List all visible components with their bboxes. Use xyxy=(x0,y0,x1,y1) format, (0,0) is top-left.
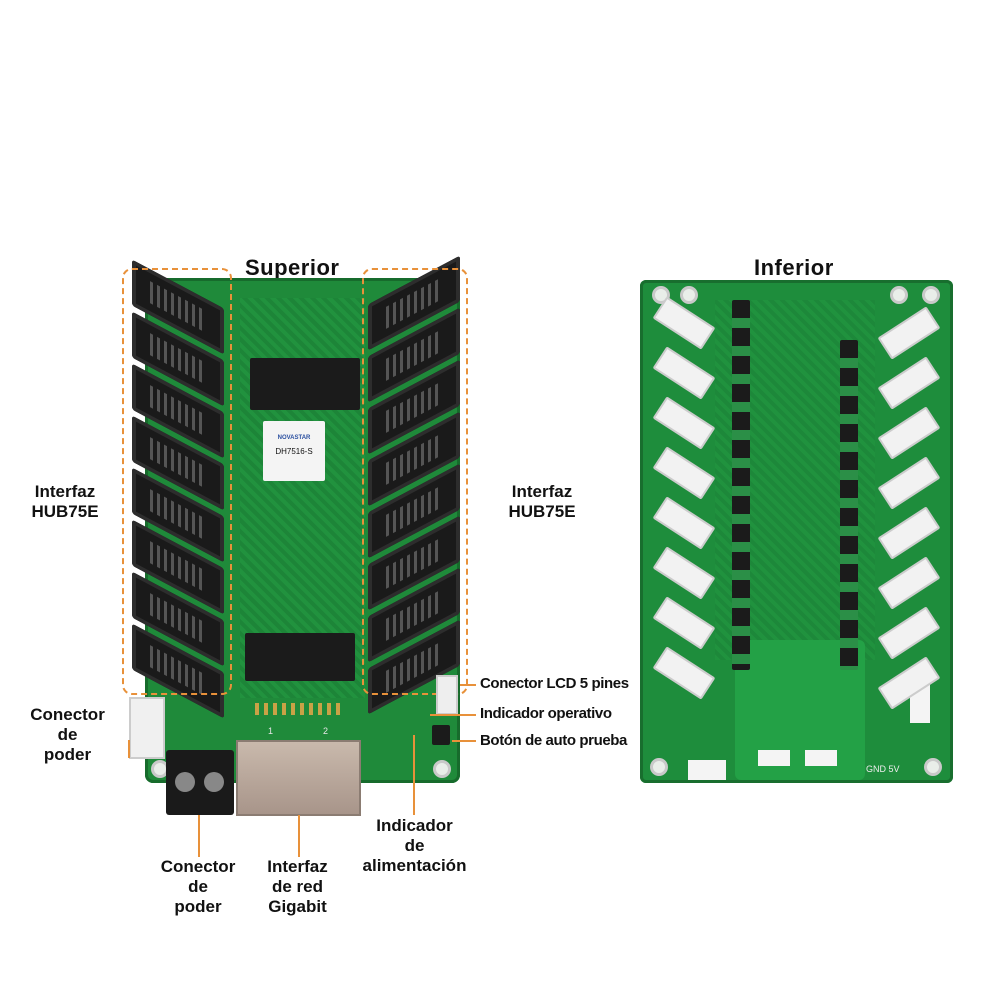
gnd-5v-label: GND 5V xyxy=(866,764,900,774)
bottom-connectors-left xyxy=(650,290,730,700)
bottom-connectors-right xyxy=(870,290,950,710)
lcd-connector xyxy=(436,675,458,715)
title-top: Superior xyxy=(245,255,340,280)
main-chip: NOVASTAR DH7516-S xyxy=(263,421,325,481)
self-test-button[interactable] xyxy=(432,725,450,745)
power-terminal-block xyxy=(166,750,234,815)
port-label: 1 xyxy=(268,726,274,736)
label-self-test-button: Botón de auto prueba xyxy=(480,732,627,749)
hub-highlight-right xyxy=(362,268,468,695)
ic-chip xyxy=(250,358,360,410)
hub-highlight-left xyxy=(122,268,232,695)
chip-label: DH7516-S xyxy=(275,447,313,456)
rj45-ports xyxy=(236,740,361,816)
label-operative-indicator: Indicador operativo xyxy=(480,705,612,722)
port-label: 2 xyxy=(323,726,329,736)
title-bottom: Inferior xyxy=(754,255,834,280)
power-connector-white xyxy=(129,697,165,759)
ic-chip xyxy=(245,633,355,681)
brand-logo: NOVASTAR xyxy=(277,435,311,441)
label-lcd-connector: Conector LCD 5 pines xyxy=(480,675,629,692)
